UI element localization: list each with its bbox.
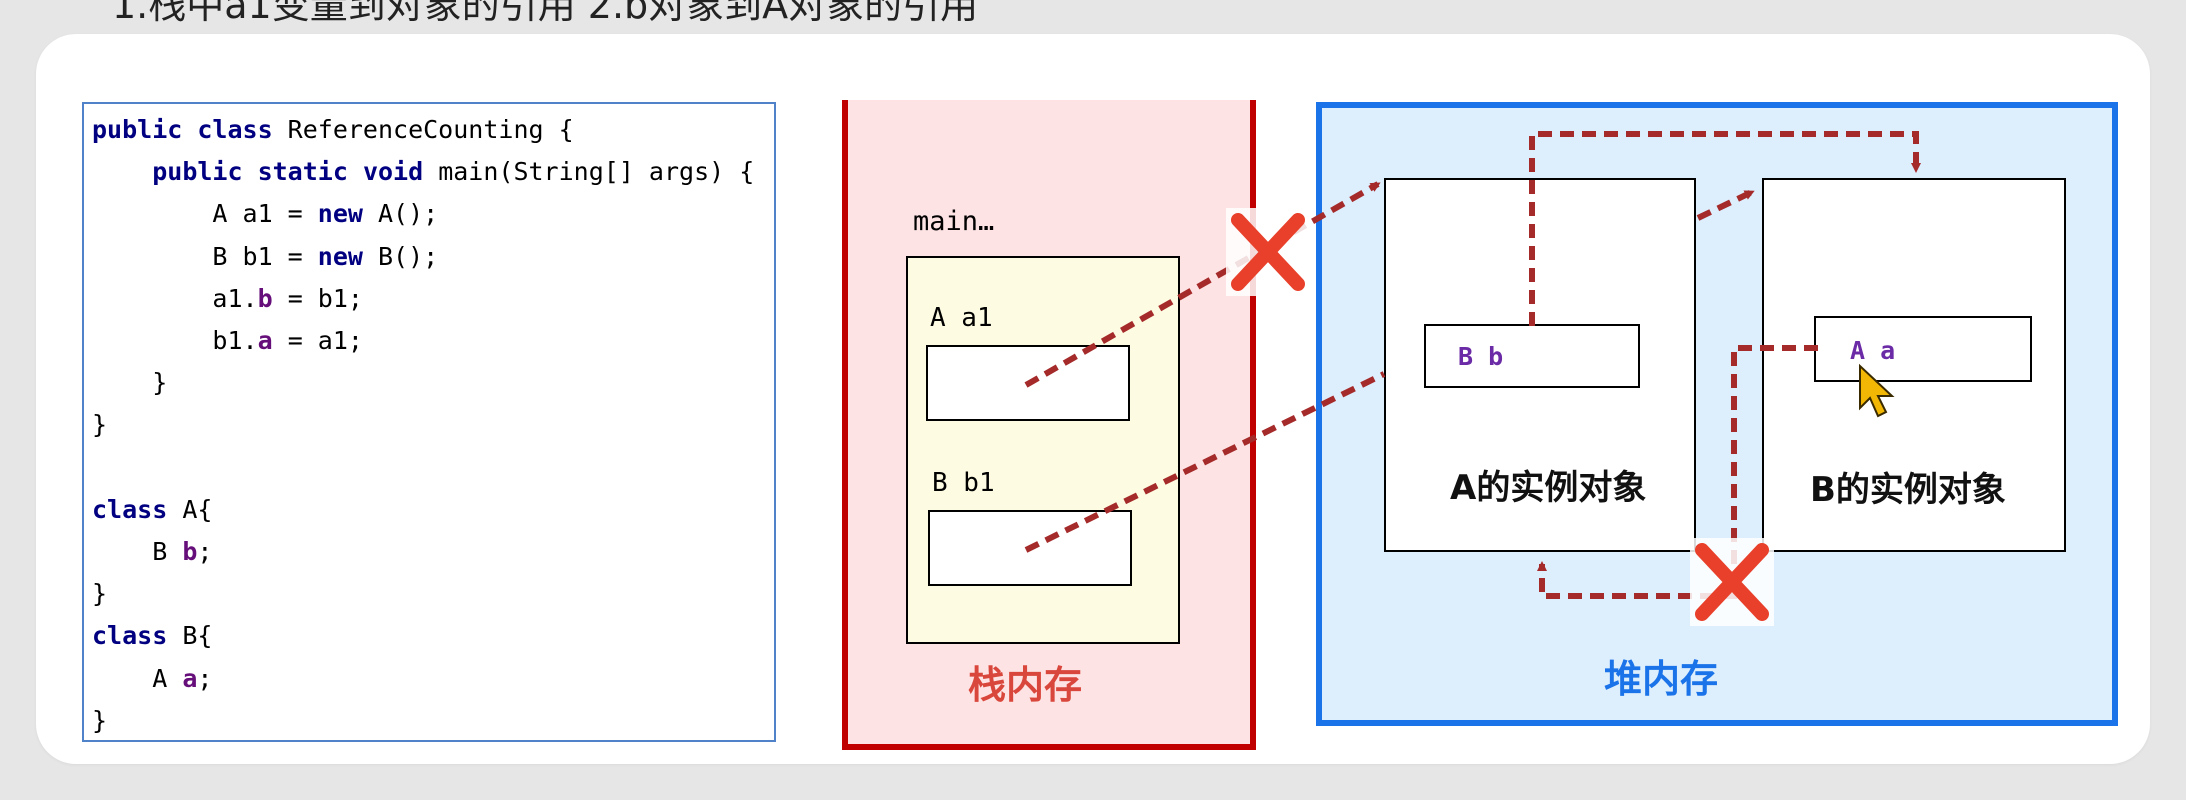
- heap-memory-title: 堆内存: [1604, 657, 1719, 701]
- code-token: B();: [378, 241, 439, 271]
- code-line: }: [92, 576, 107, 612]
- field-a-label: A a: [1850, 336, 1896, 365]
- var-b1-slot: [928, 510, 1132, 586]
- field-b-slot: [1424, 324, 1640, 388]
- object-b-title: B的实例对象: [1810, 470, 2006, 510]
- code-line: A a1 = new A();: [92, 196, 438, 232]
- code-token: A{: [182, 494, 213, 524]
- code-token: b: [182, 537, 198, 566]
- code-token: public: [152, 157, 258, 187]
- code-line: A a;: [92, 661, 212, 697]
- code-token: ;: [197, 537, 213, 566]
- code-token: class: [92, 494, 183, 524]
- code-token: }: [92, 579, 108, 609]
- main-frame-label: main…: [913, 206, 995, 237]
- code-token: new: [317, 199, 378, 229]
- code-token: A();: [378, 199, 439, 229]
- code-token: b: [257, 283, 273, 313]
- code-token: B{: [182, 621, 213, 651]
- code-line: }: [92, 703, 107, 739]
- code-token: void: [362, 157, 439, 187]
- var-b1-label: B b1: [932, 468, 995, 498]
- code-token: class: [92, 621, 183, 651]
- top-caption: 1.栈中a1变量到对象的引用 2.b对象到A对象的引用: [112, 0, 979, 27]
- code-panel: public class ReferenceCounting { public …: [82, 102, 776, 742]
- code-token: class: [197, 115, 288, 144]
- code-line: b1.a = a1;: [92, 323, 363, 359]
- code-token: }: [92, 410, 108, 440]
- code-token: }: [92, 705, 108, 735]
- code-token: }: [92, 368, 168, 398]
- code-token: main(String[] args) {: [438, 157, 755, 187]
- code-token: public: [92, 115, 198, 144]
- code-line: }: [92, 407, 107, 443]
- code-line: public class ReferenceCounting {: [92, 112, 574, 148]
- code-line: public static void main(String[] args) {: [92, 154, 754, 190]
- var-a1-slot: [926, 345, 1130, 421]
- code-token: B b1 =: [92, 241, 318, 271]
- code-token: A: [92, 663, 183, 693]
- code-line: }: [92, 365, 167, 401]
- code-line: B b1 = new B();: [92, 239, 438, 275]
- code-token: new: [317, 241, 378, 271]
- code-token: [92, 157, 152, 186]
- code-token: a1.: [92, 283, 258, 313]
- code-token: static: [257, 157, 363, 187]
- code-token: A a1 =: [92, 199, 318, 229]
- object-a-title: A的实例对象: [1450, 468, 1647, 508]
- code-token: ;: [197, 663, 213, 693]
- code-token: a: [182, 663, 198, 693]
- code-token: ReferenceCounting {: [287, 115, 574, 144]
- field-b-label: B b: [1458, 342, 1504, 371]
- code-token: a: [257, 326, 273, 355]
- code-token: = a1;: [272, 326, 363, 355]
- code-line: a1.b = b1;: [92, 281, 363, 317]
- code-token: b1.: [92, 326, 258, 355]
- code-token: = b1;: [272, 283, 363, 313]
- code-line: class A{: [92, 492, 212, 528]
- code-line: B b;: [92, 534, 212, 570]
- stack-memory-title: 栈内存: [968, 663, 1083, 707]
- code-line: class B{: [92, 618, 212, 654]
- code-token: B: [92, 537, 183, 566]
- var-a1-label: A a1: [930, 303, 993, 333]
- field-a-slot: [1814, 316, 2032, 382]
